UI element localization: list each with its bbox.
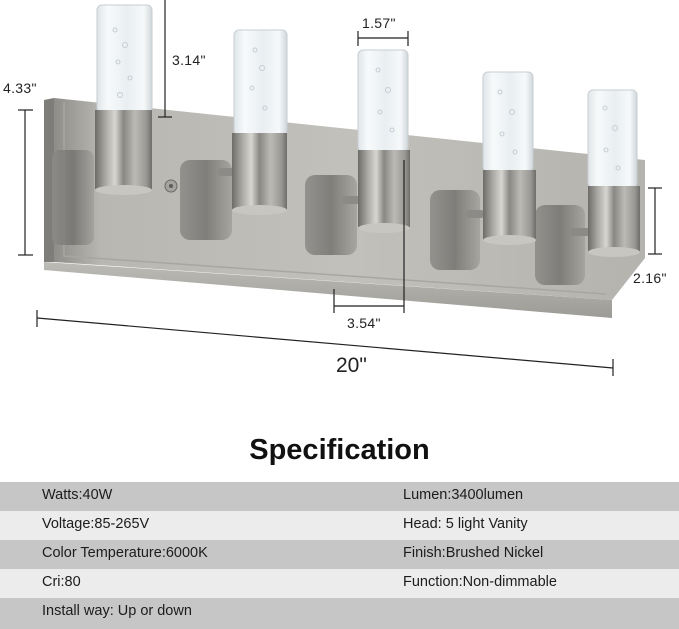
lamp-head-2 bbox=[232, 29, 288, 215]
spec-cell-cri: Cri:80 bbox=[42, 574, 81, 590]
mounting-screw-icon bbox=[164, 179, 178, 193]
specification-title: Specification bbox=[249, 434, 430, 466]
dimension-label-shade-height: 3.14" bbox=[172, 52, 206, 68]
spec-row: Install way: Up or down bbox=[0, 598, 679, 629]
spec-cell-voltage: Voltage:85-265V bbox=[42, 516, 150, 532]
plate-reflections bbox=[52, 150, 585, 285]
spec-cell-color-temperature: Color Temperature:6000K bbox=[42, 545, 208, 561]
dimension-label-holder-height: 2.16" bbox=[633, 270, 667, 286]
spec-row: Voltage:85-265V Head: 5 light Vanity bbox=[0, 511, 679, 540]
spec-cell-watts: Watts:40W bbox=[42, 487, 113, 503]
spec-row: Watts:40W Lumen:3400lumen bbox=[0, 482, 679, 511]
dimension-label-total-width: 20" bbox=[336, 354, 367, 377]
dimension-label-extension: 3.54" bbox=[347, 315, 381, 331]
spec-cell-lumen: Lumen:3400lumen bbox=[403, 487, 524, 503]
lamp-head-3 bbox=[357, 49, 410, 233]
spec-cell-install-way: Install way: Up or down bbox=[42, 603, 192, 619]
crystal-bubbles bbox=[112, 27, 621, 171]
dimension-label-backplate-height: 4.33" bbox=[3, 80, 37, 96]
spec-cell-finish: Finish:Brushed Nickel bbox=[403, 545, 544, 561]
dimension-label-shade-diameter: 1.57" bbox=[362, 15, 396, 31]
spec-cell-head: Head: 5 light Vanity bbox=[403, 516, 528, 532]
lamp-head-1 bbox=[95, 4, 153, 195]
spec-cell-function: Function:Non-dimmable bbox=[403, 574, 557, 590]
lamp-head-4 bbox=[482, 71, 536, 245]
product-dimension-diagram: 4.33" 3.14" 1.57" 2.16" 3.54" 20" bbox=[3, 0, 667, 377]
spec-row: Color Temperature:6000K Finish:Brushed N… bbox=[0, 540, 679, 569]
dimension-lines bbox=[18, 0, 662, 376]
lamp-arms bbox=[218, 168, 590, 236]
lamp-head-5 bbox=[587, 89, 640, 257]
specification-table: Watts:40W Lumen:3400lumen Voltage:85-265… bbox=[0, 482, 679, 629]
spec-row: Cri:80 Function:Non-dimmable bbox=[0, 569, 679, 598]
vanity-light-illustration bbox=[18, 0, 662, 376]
